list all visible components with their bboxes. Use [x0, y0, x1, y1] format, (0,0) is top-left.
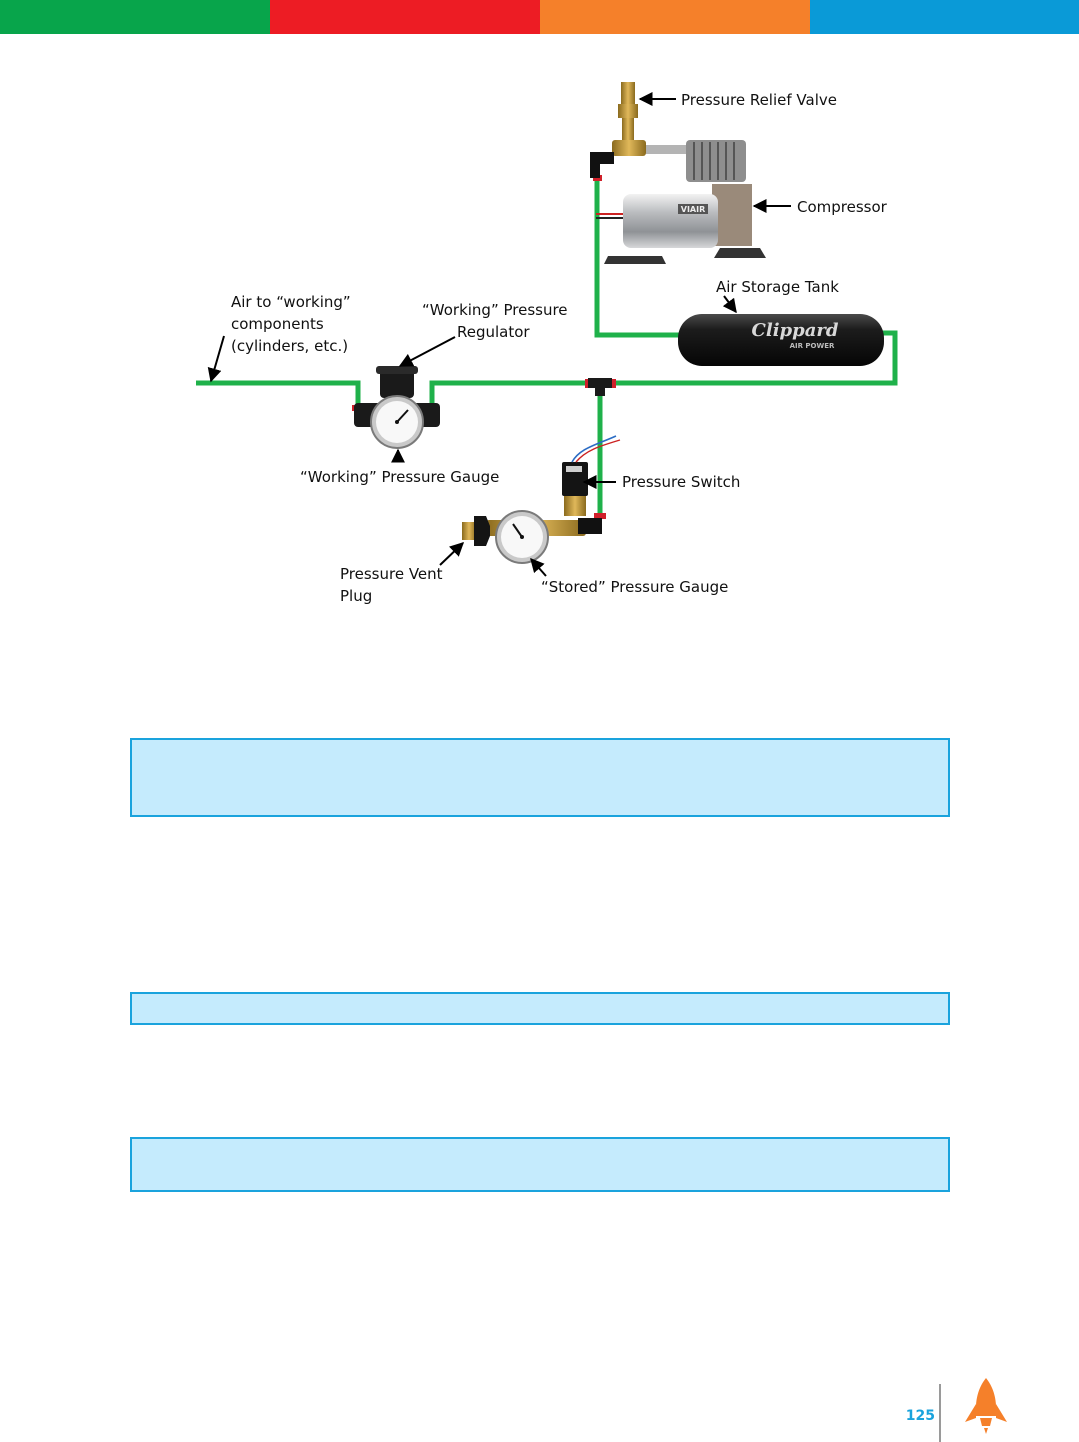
- tank-brand-sub: AIR POWER: [790, 342, 835, 350]
- air-tubing: [196, 178, 898, 518]
- pressure-relief-valve-icon: [590, 82, 686, 178]
- compressor-brand: VIAIR: [681, 205, 706, 214]
- label-regulator-line1: “Working” Pressure: [422, 301, 568, 319]
- label-arrows: [207, 92, 791, 577]
- footer-divider: [939, 1384, 941, 1442]
- tee-fitting: [588, 378, 612, 396]
- pressure-switch-icon: [562, 435, 621, 516]
- label-air-to-working-line1: Air to “working”: [231, 293, 351, 311]
- label-air-to-working-line2: components: [231, 315, 324, 333]
- pneumatic-system-diagram: VIAIR Clippard AIR POWER: [196, 82, 898, 605]
- pressure-vent-plug-icon: [462, 516, 490, 546]
- label-vent-plug-line2: Plug: [340, 587, 372, 605]
- label-working-pressure-gauge: “Working” Pressure Gauge: [300, 468, 499, 486]
- tube-compressor-to-tank: [594, 178, 680, 338]
- label-stored-pressure-gauge: “Stored” Pressure Gauge: [541, 578, 728, 596]
- band-red: [270, 0, 540, 34]
- label-vent-plug-line1: Pressure Vent: [340, 565, 443, 583]
- tube-working-out: [196, 380, 361, 408]
- label-pressure-relief-valve: Pressure Relief Valve: [681, 91, 837, 109]
- working-pressure-gauge-icon: [370, 395, 424, 449]
- note-box-2: [130, 992, 950, 1025]
- note-box-1: [130, 738, 950, 817]
- compressor-icon: VIAIR: [596, 140, 766, 264]
- label-compressor: Compressor: [797, 198, 888, 216]
- note-box-3: [130, 1137, 950, 1192]
- tank-brand: Clippard: [752, 320, 839, 341]
- band-orange: [540, 0, 810, 34]
- label-regulator-line2: Regulator: [457, 323, 530, 341]
- band-green: [0, 0, 270, 34]
- band-blue: [810, 0, 1079, 34]
- header-color-band: [0, 0, 1079, 34]
- page-number: 125: [905, 1408, 935, 1424]
- label-air-storage-tank: Air Storage Tank: [716, 278, 839, 296]
- tube-main-line: [429, 330, 898, 408]
- label-pressure-switch: Pressure Switch: [622, 473, 740, 491]
- rocket-icon: [965, 1378, 1007, 1434]
- label-air-to-working-line3: (cylinders, etc.): [231, 337, 348, 355]
- air-storage-tank-icon: Clippard AIR POWER: [678, 314, 884, 366]
- stored-pressure-gauge-icon: [486, 510, 602, 564]
